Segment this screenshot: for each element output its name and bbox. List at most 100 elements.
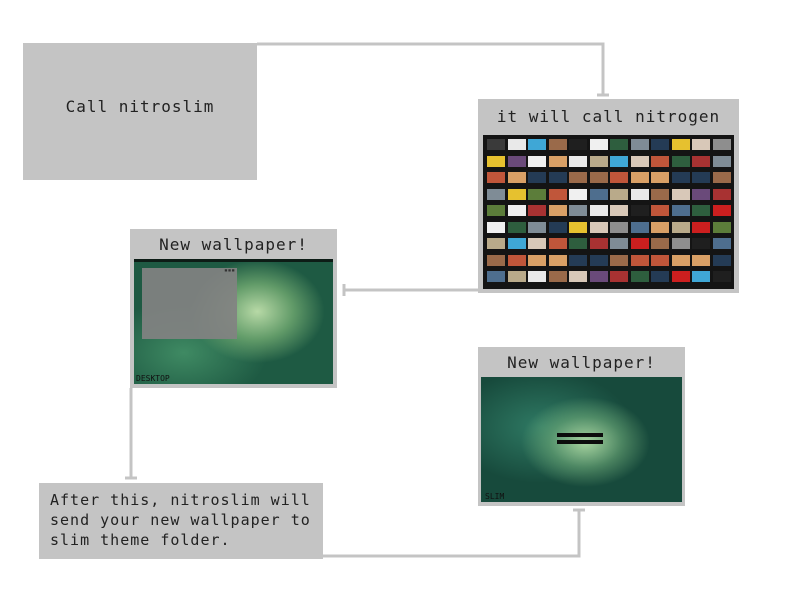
wallpaper-thumbnail	[610, 254, 628, 266]
wallpaper-thumbnail	[507, 205, 526, 216]
wallpaper-thumbnail	[692, 238, 710, 249]
wallpaper-thumbnail	[712, 172, 731, 183]
nitrogen-thumbnail-grid	[483, 135, 734, 289]
wallpaper-thumbnail	[548, 254, 567, 266]
wallpaper-thumbnail	[671, 221, 690, 233]
wallpaper-thumbnail	[487, 271, 505, 282]
wallpaper-thumbnail	[671, 188, 690, 200]
desktop-wallpaper-title: New wallpaper!	[159, 235, 308, 254]
wallpaper-thumbnail	[630, 205, 649, 216]
wallpaper-thumbnail	[528, 155, 546, 167]
wallpaper-thumbnail	[712, 205, 731, 216]
wallpaper-thumbnail	[487, 254, 505, 266]
wallpaper-thumbnail	[712, 221, 731, 233]
slim-wallpaper-box: New wallpaper! SLIM	[478, 347, 685, 506]
wallpaper-thumbnail	[712, 188, 731, 200]
wallpaper-thumbnail	[507, 139, 526, 150]
wallpaper-thumbnail	[528, 254, 546, 266]
wallpaper-thumbnail	[589, 254, 608, 266]
wallpaper-thumbnail	[610, 238, 628, 249]
wallpaper-thumbnail	[610, 205, 628, 216]
desktop-screenshot: ▪▪▪ DESKTOP	[134, 259, 333, 384]
wallpaper-thumbnail	[651, 254, 669, 266]
wallpaper-thumbnail	[671, 238, 690, 249]
wallpaper-thumbnail	[589, 155, 608, 167]
wallpaper-thumbnail	[569, 205, 587, 216]
wallpaper-thumbnail	[569, 238, 587, 249]
wallpaper-thumbnail	[671, 271, 690, 282]
wallpaper-thumbnail	[548, 139, 567, 150]
wallpaper-thumbnail	[651, 238, 669, 249]
wallpaper-thumbnail	[528, 188, 546, 200]
wallpaper-thumbnail	[630, 172, 649, 183]
wallpaper-thumbnail	[507, 172, 526, 183]
wallpaper-thumbnail	[528, 238, 546, 249]
wallpaper-thumbnail	[692, 205, 710, 216]
wallpaper-thumbnail	[487, 188, 505, 200]
wallpaper-thumbnail	[610, 221, 628, 233]
wallpaper-thumbnail	[630, 221, 649, 233]
wallpaper-thumbnail	[589, 139, 608, 150]
wallpaper-thumbnail	[589, 172, 608, 183]
wallpaper-thumbnail	[548, 172, 567, 183]
wallpaper-thumbnail	[712, 238, 731, 249]
wallpaper-thumbnail	[487, 172, 505, 183]
slim-tag: SLIM	[485, 492, 505, 501]
wallpaper-thumbnail	[569, 172, 587, 183]
wallpaper-thumbnail	[651, 221, 669, 233]
window-controls-icon: ▪▪▪	[224, 267, 235, 274]
wallpaper-thumbnail	[651, 188, 669, 200]
after-this-line: After this, nitroslim will	[50, 491, 311, 509]
wallpaper-thumbnail	[507, 254, 526, 266]
wallpaper-thumbnail	[671, 254, 690, 266]
after-this-line: slim theme folder.	[50, 531, 231, 549]
wallpaper-thumbnail	[528, 139, 546, 150]
wallpaper-thumbnail	[671, 205, 690, 216]
wallpaper-thumbnail	[528, 205, 546, 216]
wallpaper-thumbnail	[589, 238, 608, 249]
wallpaper-thumbnail	[610, 155, 628, 167]
wallpaper-thumbnail	[569, 271, 587, 282]
wallpaper-thumbnail	[548, 155, 567, 167]
after-this-box: After this, nitroslim will send your new…	[39, 483, 323, 559]
wallpaper-thumbnail	[569, 221, 587, 233]
wallpaper-thumbnail	[507, 271, 526, 282]
wallpaper-thumbnail	[548, 238, 567, 249]
desktop-top-panel	[134, 259, 333, 262]
wallpaper-thumbnail	[692, 139, 710, 150]
slim-login-screenshot: SLIM	[481, 377, 682, 502]
call-nitroslim-box: Call nitroslim	[23, 43, 257, 180]
wallpaper-thumbnail	[507, 188, 526, 200]
wallpaper-thumbnail	[712, 254, 731, 266]
connector-after-to-slim	[323, 510, 581, 558]
wallpaper-thumbnail	[630, 238, 649, 249]
wallpaper-thumbnail	[487, 139, 505, 150]
wallpaper-thumbnail	[548, 271, 567, 282]
nitrogen-box: it will call nitrogen	[478, 99, 739, 293]
wallpaper-thumbnail	[692, 155, 710, 167]
wallpaper-thumbnail	[548, 205, 567, 216]
wallpaper-thumbnail	[651, 139, 669, 150]
wallpaper-thumbnail	[671, 172, 690, 183]
wallpaper-thumbnail	[528, 172, 546, 183]
wallpaper-thumbnail	[630, 139, 649, 150]
wallpaper-thumbnail	[589, 188, 608, 200]
after-this-text: After this, nitroslim will send your new…	[50, 490, 317, 550]
wallpaper-thumbnail	[651, 172, 669, 183]
wallpaper-thumbnail	[692, 221, 710, 233]
call-nitroslim-label: Call nitroslim	[65, 97, 215, 116]
wallpaper-thumbnail	[651, 205, 669, 216]
wallpaper-thumbnail	[507, 221, 526, 233]
wallpaper-thumbnail	[630, 155, 649, 167]
wallpaper-thumbnail	[610, 172, 628, 183]
connector-call-to-nitrogen	[257, 42, 605, 95]
desktop-window: ▪▪▪	[142, 267, 237, 339]
wallpaper-thumbnail	[651, 155, 669, 167]
wallpaper-thumbnail	[589, 271, 608, 282]
wallpaper-thumbnail	[528, 271, 546, 282]
wallpaper-thumbnail	[630, 271, 649, 282]
wallpaper-thumbnail	[589, 221, 608, 233]
slim-wallpaper-title: New wallpaper!	[507, 353, 656, 372]
wallpaper-thumbnail	[692, 271, 710, 282]
wallpaper-thumbnail	[692, 172, 710, 183]
